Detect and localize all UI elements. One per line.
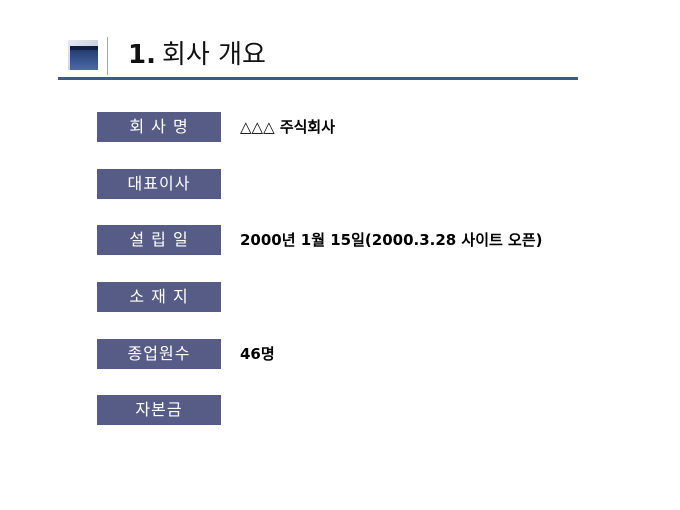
label-employees: 종업원수 bbox=[97, 339, 221, 369]
info-row-employees: 종업원수 46명 bbox=[97, 339, 617, 369]
title-underline bbox=[58, 77, 578, 80]
info-row-ceo: 대표이사 bbox=[97, 169, 617, 199]
label-location: 소 재 지 bbox=[97, 282, 221, 312]
section-title: 회사 개요 bbox=[161, 40, 266, 70]
value-company-name: △△△ 주식회사 bbox=[240, 118, 336, 136]
label-ceo: 대표이사 bbox=[97, 169, 221, 199]
value-employees: 46명 bbox=[240, 345, 275, 363]
info-row-founded: 설 립 일 2000년 1월 15일(2000.3.28 사이트 오픈) bbox=[97, 225, 617, 255]
info-row-company-name: 회 사 명 △△△ 주식회사 bbox=[97, 112, 617, 142]
label-capital: 자본금 bbox=[97, 395, 221, 425]
info-row-location: 소 재 지 bbox=[97, 282, 617, 312]
page-title: 1.회사 개요 bbox=[128, 37, 266, 73]
info-row-capital: 자본금 bbox=[97, 395, 617, 425]
section-number: 1. bbox=[128, 40, 156, 70]
label-company-name: 회 사 명 bbox=[97, 112, 221, 142]
label-founded: 설 립 일 bbox=[97, 225, 221, 255]
value-founded: 2000년 1월 15일(2000.3.28 사이트 오픈) bbox=[240, 231, 543, 249]
title-divider bbox=[107, 37, 108, 75]
blue-square-logo-icon bbox=[68, 40, 98, 70]
